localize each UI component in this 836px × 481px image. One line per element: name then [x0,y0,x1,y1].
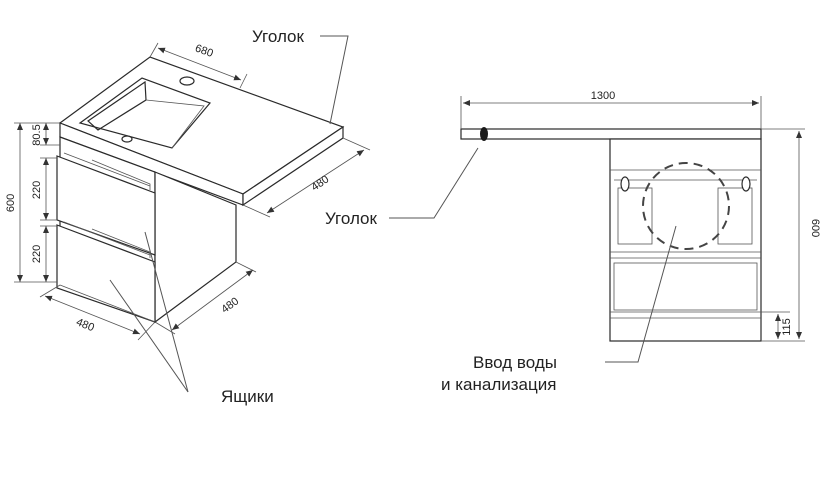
front-cabinet [609,138,762,342]
dim-600-iso: 600 [5,194,17,212]
label-corner-side: Уголок [325,209,378,228]
dim-115: 115 [781,318,793,336]
leader-corner-side [389,147,479,219]
label-corner-top: Уголок [252,27,305,46]
drawer-upper-inner [91,159,151,190]
ext-line [39,284,61,298]
label-water-line2: и канализация [441,375,556,394]
dim-line-680 [157,47,242,81]
label-water-line1: Ввод воды [473,353,557,372]
dim-80-5: 80.5 [31,124,43,145]
ext-line [137,321,156,341]
drawer-upper [56,155,156,256]
leader-drawer-upper [144,231,189,393]
drawer-upper-edge [63,152,151,187]
dim-480-front: 480 [74,316,96,334]
dim-line-480-front [44,295,141,335]
front-right-bracket [717,187,753,245]
dim-220-upper: 220 [31,181,43,199]
corner-piece [480,127,488,141]
water-inlet-zone [642,162,730,250]
isometric-view: 680 480 480 480 80.5 220 220 600 [5,27,371,406]
front-hinge-right [741,176,751,192]
ext-line [342,137,371,151]
front-countertop [460,128,762,140]
leader-corner-top [320,35,349,125]
ext-line [149,42,159,58]
front-left-bracket [617,187,653,245]
front-hinge-left [620,176,630,192]
front-lower-drawer [613,262,758,311]
ext-line [242,204,271,218]
dim-220-lower: 220 [31,245,43,263]
leader-drawer-lower [109,279,189,393]
dim-1300: 1300 [591,90,615,102]
dim-line-480-top [266,149,365,214]
ext-line [239,73,248,89]
sink-basin-inner [145,99,205,149]
sink-basin-rim [78,77,212,149]
dim-480-side: 480 [219,295,241,315]
drain-hole [121,135,133,143]
dim-line-480-side [171,269,254,331]
leader-water-inlet [605,225,677,363]
label-drawers: Ящики [221,387,274,406]
dim-600-front: 600 [809,219,821,237]
dim-480-top: 480 [309,173,331,193]
ext-line [235,261,257,273]
dim-680: 680 [193,42,214,60]
drawer-lower-edge [63,221,151,256]
faucet-hole [179,76,195,86]
front-view: 1300 600 115 Уголок Ввод воды и канализа… [325,90,821,394]
